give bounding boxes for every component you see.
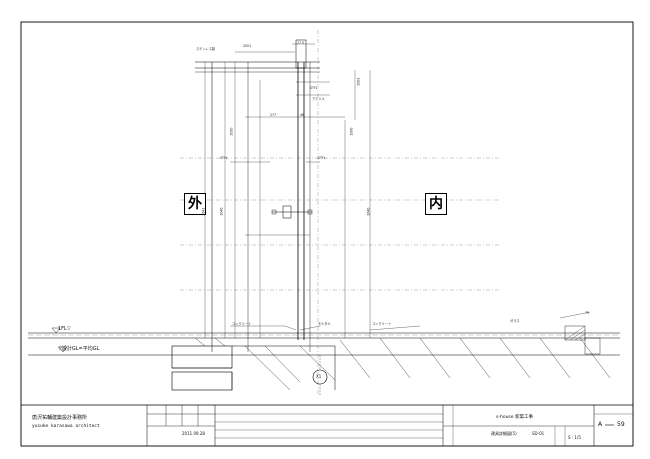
note: 75 [585,311,590,315]
sheet-number: 59 [617,421,625,428]
note: 2040 [219,207,224,216]
note: ステンレス製 [196,47,216,51]
axis-marker-label: X1 [316,374,322,379]
note: 1000 [349,127,354,136]
note: 277 [270,113,277,117]
drawing-scale: S : 1/5 [568,435,581,440]
note: STFL [318,156,326,160]
note: 46 [300,113,305,117]
note: モルタル [318,322,331,326]
sheet-prefix: A [598,421,603,428]
office-name-jp: 唐沢祐輔建築設計事務所 [32,415,88,421]
note: 2050 [229,127,234,136]
inside-label: 内 [425,193,447,215]
note: STFL [310,86,318,90]
note: アクリル [312,97,325,101]
outside-label: 外 [184,193,206,215]
note: 2001 [356,77,361,86]
note: コンクリート [372,322,392,326]
note: ガラス [510,319,520,323]
note: 2040 [366,207,371,216]
note: コンクリート [232,322,252,326]
office-name-en: yusuke karasawa architect [32,424,100,429]
drawing-date: 2011.09.28 [182,431,205,436]
note: 27.5 [297,41,305,45]
project-name: s-house 新築工事 [496,415,533,420]
drawing-code: SD-01 [532,431,545,436]
note: 2041 [201,207,206,216]
design-gl-label: ▽設計GL=平均GL [58,346,100,352]
drawing-name: 建具詳細図(5) [491,431,517,436]
note: STFL [220,156,228,160]
floor-level-label: 1FL▽ [58,326,71,332]
note: 2001 [243,44,252,48]
